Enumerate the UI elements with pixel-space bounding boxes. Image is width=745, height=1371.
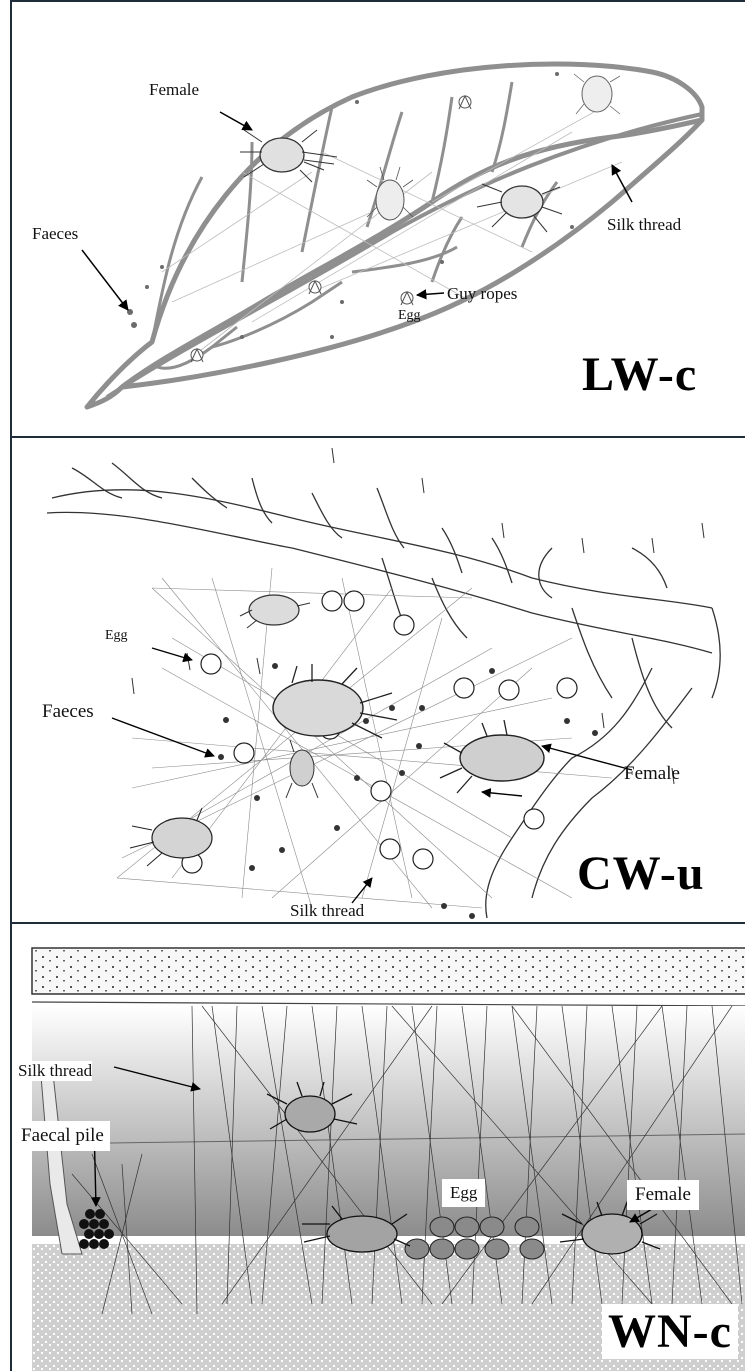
label-faeces: Faeces (32, 224, 78, 244)
arrow-female (220, 112, 252, 130)
arrow-faeces (82, 250, 128, 310)
label-egg: Egg (442, 1179, 485, 1207)
panel-code: LW-c (582, 347, 697, 402)
mite-right (477, 184, 562, 232)
label-egg: Egg (398, 308, 421, 324)
label-silk-thread: Silk thread (18, 1061, 92, 1081)
arrow-faeces (112, 718, 214, 756)
label-egg: Egg (105, 628, 128, 644)
mite-top-right (574, 74, 620, 114)
upper-surface (32, 948, 745, 994)
label-female: Female (627, 1180, 699, 1210)
mite-center (273, 664, 397, 738)
arrow-guy-ropes (417, 293, 444, 295)
panel-code: CW-u (577, 846, 705, 901)
panel-lw-c: Female Faeces Silk thread Guy ropes Egg … (10, 0, 745, 437)
panel-cw-u: Egg Faeces Female Silk thread CW-u (10, 436, 745, 923)
mite-middle (367, 167, 413, 220)
label-female: Female (149, 80, 199, 100)
label-guy-ropes: Guy ropes (447, 284, 517, 304)
arrow-silk-thread (352, 878, 372, 903)
panel-code: WN-c (602, 1304, 738, 1359)
mite-top (240, 595, 310, 628)
leaf-veins (152, 82, 557, 368)
arrow-egg (152, 648, 192, 660)
label-silk-thread: Silk thread (290, 901, 364, 921)
panel-wn-c: Silk thread Faecal pile Egg Female WN-c (10, 922, 745, 1371)
label-faeces: Faeces (42, 701, 94, 723)
mite-female (440, 720, 544, 793)
arrow-female-2 (482, 792, 522, 796)
label-silk-thread: Silk thread (607, 215, 681, 235)
label-faecal-pile: Faecal pile (15, 1121, 110, 1151)
trichome-marks (132, 448, 704, 784)
label-female: Female (624, 763, 680, 785)
